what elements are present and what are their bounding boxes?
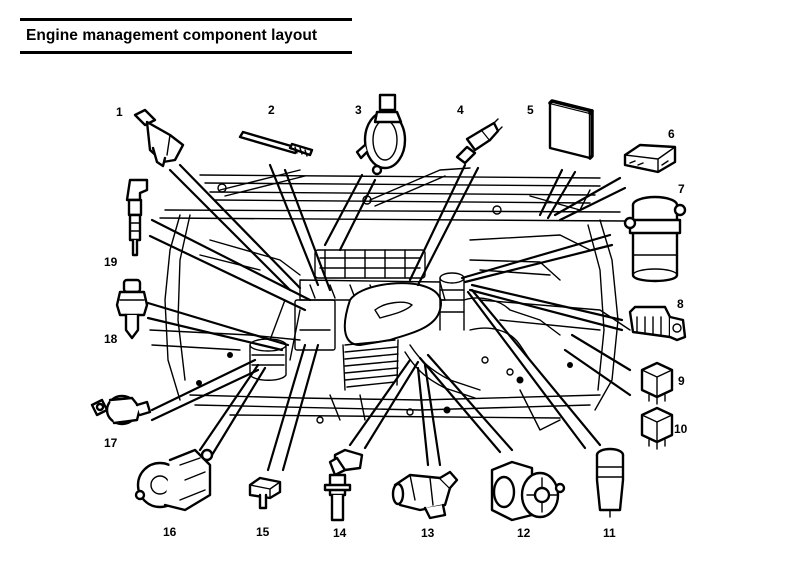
component-3-maf-sensor [355, 93, 407, 176]
callout-5: 5 [527, 103, 534, 117]
leader-10 [563, 348, 632, 397]
leader-5b [546, 170, 577, 220]
component-12-throttle-body [490, 460, 566, 522]
leader-3 [323, 173, 364, 247]
callout-16: 16 [163, 525, 177, 539]
callout-15: 15 [256, 525, 270, 539]
leader-9 [570, 333, 632, 372]
component-18-oil-pressure-switch [115, 278, 149, 340]
page-title: Engine management component layout [26, 27, 318, 44]
leader-17b [150, 368, 260, 422]
callout-12: 12 [517, 526, 531, 540]
component-10-relay [640, 406, 674, 450]
leader-14 [348, 358, 412, 447]
component-5-ecm [548, 99, 594, 160]
leader-4b [416, 166, 480, 287]
title-block: Engine management component layout [20, 18, 352, 54]
component-7-fuel-filter [623, 195, 687, 283]
callout-8: 8 [677, 297, 684, 311]
leader-6 [553, 176, 622, 217]
leader-6b [558, 186, 627, 222]
leader-15 [266, 343, 307, 472]
leader-2 [268, 163, 320, 287]
callout-7: 7 [678, 182, 685, 196]
leader-12 [426, 353, 514, 452]
leader-8 [470, 283, 624, 322]
component-8-module [628, 305, 687, 342]
leader-5 [538, 168, 564, 217]
component-11-pressure-sensor [595, 447, 625, 518]
leader-4 [408, 163, 467, 282]
leader-11b [466, 290, 587, 450]
component-4-temp-sensor [455, 118, 503, 165]
leader-8b [468, 288, 624, 332]
component-15-map-sensor [248, 476, 282, 510]
leader-1b [168, 168, 292, 292]
leader-19 [150, 218, 312, 302]
callout-17: 17 [104, 436, 118, 450]
leader-13b [416, 366, 430, 467]
component-17-fuel-temp-sensor [90, 394, 152, 426]
component-14-crank-sensor [323, 448, 364, 522]
component-1-sensor-connector [133, 108, 185, 168]
leader-15b [281, 343, 320, 472]
leader-12b [418, 356, 502, 454]
leader-3b [338, 178, 377, 252]
callout-9: 9 [678, 374, 685, 388]
leader-1 [178, 163, 302, 290]
leader-lines [146, 163, 632, 472]
callout-1: 1 [116, 105, 123, 119]
leader-7 [460, 233, 612, 280]
leader-2b [283, 168, 332, 292]
callout-6: 6 [668, 127, 675, 141]
component-2-glow-plug [238, 130, 314, 157]
callout-19: 19 [104, 255, 118, 269]
callout-14: 14 [333, 526, 347, 540]
callout-4: 4 [457, 103, 464, 117]
leader-13 [423, 363, 442, 467]
component-13-solenoid-valve [391, 470, 459, 520]
leader-18 [146, 301, 290, 347]
leader-7b [463, 243, 614, 284]
callout-18: 18 [104, 332, 118, 346]
callout-10: 10 [674, 422, 688, 436]
leader-14b [363, 360, 420, 450]
component-6-control-unit [623, 143, 677, 174]
callout-labels: 1 2 3 4 5 6 7 8 9 10 11 12 13 14 15 16 1… [104, 103, 688, 540]
leader-16b [210, 366, 267, 457]
leader-19b [148, 234, 307, 312]
component-9-relay [640, 361, 674, 405]
leader-16 [198, 363, 260, 452]
callout-11: 11 [603, 526, 616, 540]
component-19-injector [125, 178, 149, 257]
callout-2: 2 [268, 103, 275, 117]
callout-3: 3 [355, 103, 362, 117]
component-16-fuel-pump [134, 448, 214, 512]
leader-17 [150, 358, 257, 412]
callout-13: 13 [421, 526, 435, 540]
leader-18b [146, 316, 284, 352]
leader-11 [470, 288, 602, 447]
